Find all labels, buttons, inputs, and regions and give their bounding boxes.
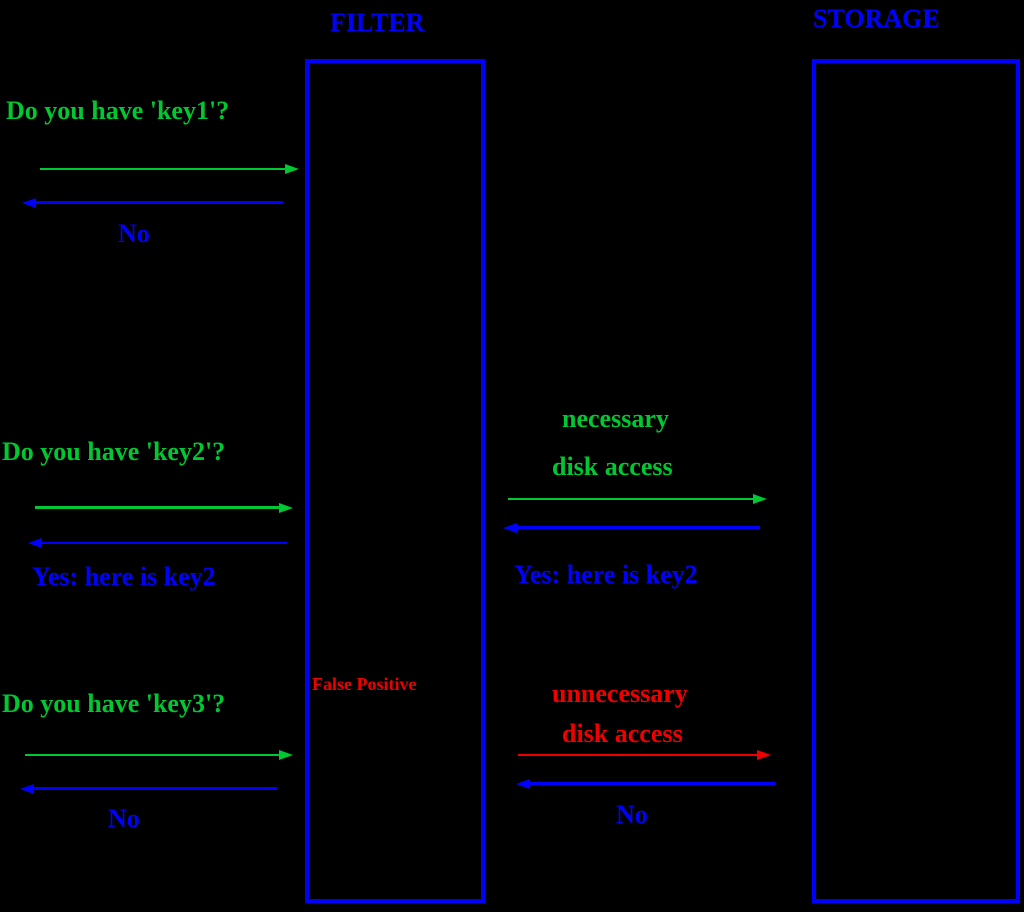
unnecessary-disk-access-label-line2: disk access	[562, 719, 683, 748]
response-key2-label: Yes: here is key2	[32, 562, 216, 591]
arrow-query-key1	[40, 168, 286, 170]
arrow-response-key2	[41, 542, 287, 544]
query-key2-label: Do you have 'key2'?	[2, 437, 226, 466]
false-positive-label: False Positive	[312, 674, 417, 694]
storage-response-key3-label: No	[616, 800, 648, 829]
response-key1-label: No	[118, 219, 150, 248]
arrow-storage-to-filter-key3	[529, 782, 775, 785]
filter-column-title: FILTER	[330, 8, 425, 37]
unnecessary-disk-access-label-line1: unnecessary	[552, 679, 688, 708]
arrow-filter-to-storage-key2	[508, 498, 754, 500]
arrow-response-key3	[33, 787, 277, 790]
arrow-response-key1	[35, 201, 283, 204]
response-key3-label: No	[108, 804, 140, 833]
necessary-disk-access-label-line2: disk access	[552, 452, 673, 481]
storage-column-title: STORAGE	[813, 4, 940, 33]
filter-box	[305, 59, 485, 903]
storage-response-key2-label: Yes: here is key2	[514, 560, 698, 589]
arrow-filter-to-storage-key3	[518, 754, 758, 756]
arrow-storage-to-filter-key2	[516, 526, 760, 529]
arrow-query-key2	[35, 506, 280, 509]
necessary-disk-access-label-line1: necessary	[562, 404, 669, 433]
query-key1-label: Do you have 'key1'?	[6, 96, 230, 125]
query-key3-label: Do you have 'key3'?	[2, 689, 226, 718]
arrow-query-key3	[25, 754, 280, 756]
storage-box	[812, 59, 1020, 903]
